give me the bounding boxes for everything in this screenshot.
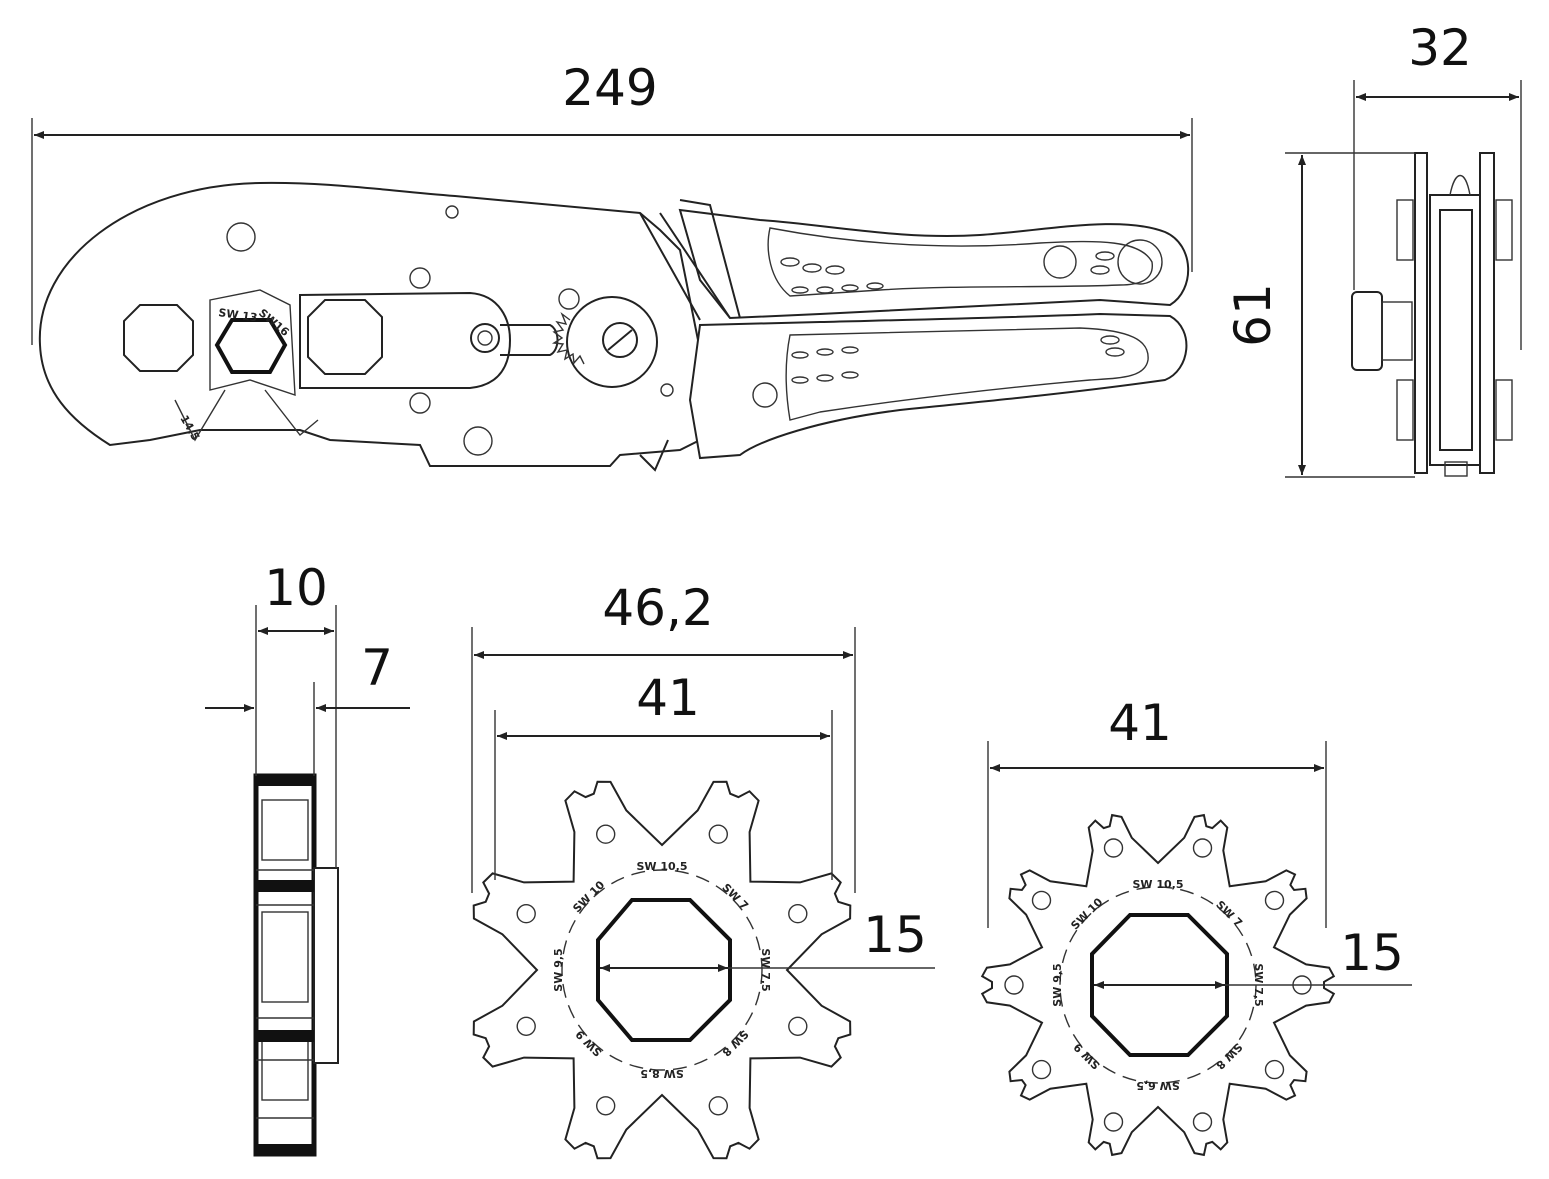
- dimension-side-height: 61: [1224, 152, 1415, 478]
- die-a-octagon-bore: [596, 898, 732, 1042]
- dim-46-2: 46,2: [602, 579, 713, 637]
- die-hole: [788, 1016, 808, 1037]
- die-hole: [596, 824, 616, 844]
- knob: [1351, 291, 1383, 371]
- dimension-die-a-outer: 46,2: [471, 579, 856, 893]
- die-hole: [596, 1096, 616, 1116]
- dimension-die-thickness-total: 10: [255, 559, 337, 868]
- die-hole: [1192, 1112, 1213, 1132]
- octagon-bore-right: [307, 299, 383, 375]
- die-side-view: [253, 773, 339, 1157]
- dimension-die-b-bore: 15: [1094, 924, 1412, 989]
- dim-41-a: 41: [636, 669, 700, 727]
- dimension-die-a-inner: 41: [494, 669, 833, 880]
- die-hole: [1264, 890, 1285, 911]
- die-size-label: SW 10,5: [636, 860, 687, 873]
- die-hole: [1031, 1059, 1052, 1080]
- dim-15-b: 15: [1340, 924, 1404, 982]
- die-b-octagon-bore: [1090, 913, 1229, 1057]
- hex-crimp-jaw: [214, 318, 288, 374]
- tool-head-outline: [38, 181, 701, 467]
- dim-10: 10: [264, 559, 328, 617]
- die-hole: [516, 1016, 536, 1037]
- die-a-outline: [472, 780, 852, 1160]
- dimension-die-b-outer: 41: [987, 694, 1327, 928]
- ratchet-gear: [551, 296, 658, 388]
- upper-handle: [678, 208, 1190, 320]
- dimension-overall-length: 249: [31, 59, 1193, 345]
- tool-front-view: [1351, 152, 1513, 477]
- die-hole: [1103, 1112, 1124, 1132]
- octagon-bore-left: [123, 304, 194, 372]
- lower-handle: [688, 312, 1188, 460]
- die-hole: [1192, 838, 1213, 858]
- jaw-label-sw13: SW 13: [218, 306, 259, 324]
- die-hole: [1004, 975, 1024, 995]
- dim-7: 7: [361, 639, 393, 697]
- die-hole: [708, 1096, 728, 1116]
- die-hole: [1264, 1059, 1285, 1080]
- die-size-label: SW 9,5: [1051, 963, 1064, 1006]
- dimension-side-width: 32: [1353, 19, 1522, 350]
- dim-61: 61: [1224, 283, 1282, 347]
- die-size-label: SW 8,5: [640, 1067, 683, 1080]
- die-hole: [708, 824, 728, 844]
- die-hole: [516, 904, 536, 924]
- dim-32: 32: [1408, 19, 1472, 77]
- die-size-label: SW 10,5: [1132, 878, 1183, 891]
- dim-249: 249: [562, 59, 657, 117]
- dim-41-b: 41: [1108, 694, 1172, 752]
- die-hole: [1103, 838, 1124, 858]
- die-hole: [1031, 890, 1052, 911]
- die-a-front-view: SW 10,5SW 7SW 7,5SW 8SW 8,5SW 9SW 9,5SW …: [472, 780, 852, 1160]
- die-hole: [788, 904, 808, 924]
- dim-15-a: 15: [863, 906, 927, 964]
- die-size-label: SW 6,5: [1136, 1079, 1179, 1092]
- dimension-die-thickness-inner: 7: [205, 639, 410, 776]
- die-size-label: SW 9,5: [552, 948, 565, 991]
- die-size-label: SW 7,5: [759, 948, 772, 991]
- crimping-tool-side-view: SW 13 SW16 14,5: [38, 181, 1190, 472]
- dimension-die-a-bore: 15: [600, 906, 935, 972]
